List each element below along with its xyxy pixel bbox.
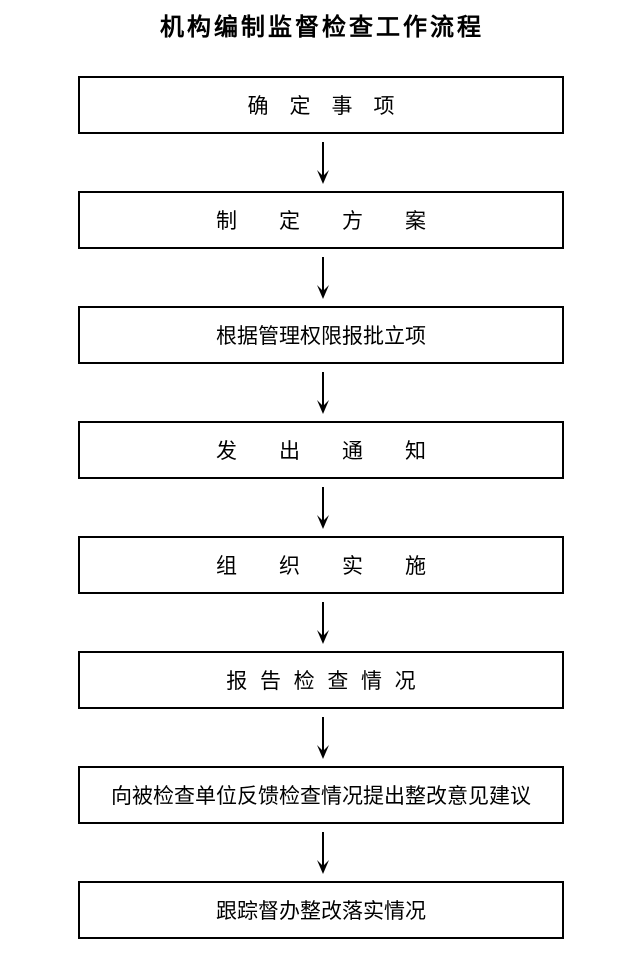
step-label: 跟踪督办整改落实情况 — [216, 899, 426, 923]
down-arrow-icon — [317, 142, 329, 184]
down-arrow-icon — [317, 487, 329, 529]
step-box-feedback-rectification: 向被检查单位反馈检查情况提出整改意见建议 — [78, 766, 564, 824]
step-box-report-inspection: 报 告 检 查 情 况 — [78, 651, 564, 709]
down-arrow-icon — [317, 717, 329, 759]
down-arrow-icon — [317, 372, 329, 414]
step-box-draft-plan: 制 定 方 案 — [78, 191, 564, 249]
step-box-organize-implement: 组 织 实 施 — [78, 536, 564, 594]
step-label: 组 织 实 施 — [216, 554, 426, 578]
step-label: 根据管理权限报批立项 — [216, 324, 426, 348]
step-box-confirm-matters: 确 定 事 项 — [78, 76, 564, 134]
step-box-issue-notice: 发 出 通 知 — [78, 421, 564, 479]
flowchart-title: 机构编制监督检查工作流程 — [160, 12, 484, 41]
down-arrow-icon — [317, 832, 329, 874]
step-box-follow-up: 跟踪督办整改落实情况 — [78, 881, 564, 939]
step-box-submit-approval: 根据管理权限报批立项 — [78, 306, 564, 364]
step-label: 制 定 方 案 — [216, 209, 426, 233]
step-label: 报 告 检 查 情 况 — [226, 669, 416, 693]
step-label: 发 出 通 知 — [216, 439, 426, 463]
step-label: 确 定 事 项 — [247, 94, 395, 118]
down-arrow-icon — [317, 257, 329, 299]
step-label: 向被检查单位反馈检查情况提出整改意见建议 — [111, 784, 531, 808]
down-arrow-icon — [317, 602, 329, 644]
